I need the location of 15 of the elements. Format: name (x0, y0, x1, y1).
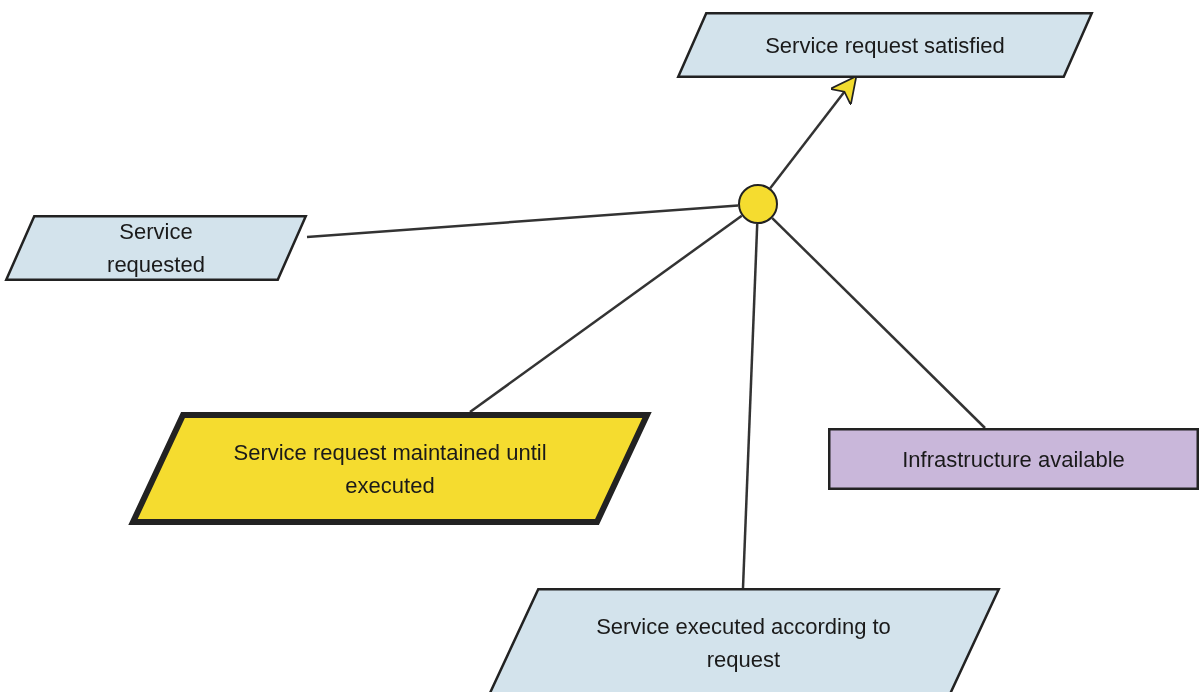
node-label: Service request satisfied (764, 31, 1006, 60)
node-label: Service request maintained until executed (232, 438, 548, 500)
event-parallelogram (5, 215, 307, 281)
node-label: Service requested (106, 218, 206, 279)
node-label: Infrastructure available (901, 445, 1126, 474)
result-parallelogram (487, 588, 1000, 692)
node-label: Service executed according to request (595, 613, 892, 674)
connector-line (306, 204, 739, 239)
connector-line (469, 214, 743, 413)
outcome-parallelogram (677, 12, 1093, 78)
connector-line (741, 223, 759, 589)
condition-parallelogram (130, 412, 650, 525)
connector-line (771, 217, 986, 429)
circle-node (738, 184, 778, 224)
resource-box (828, 428, 1199, 490)
